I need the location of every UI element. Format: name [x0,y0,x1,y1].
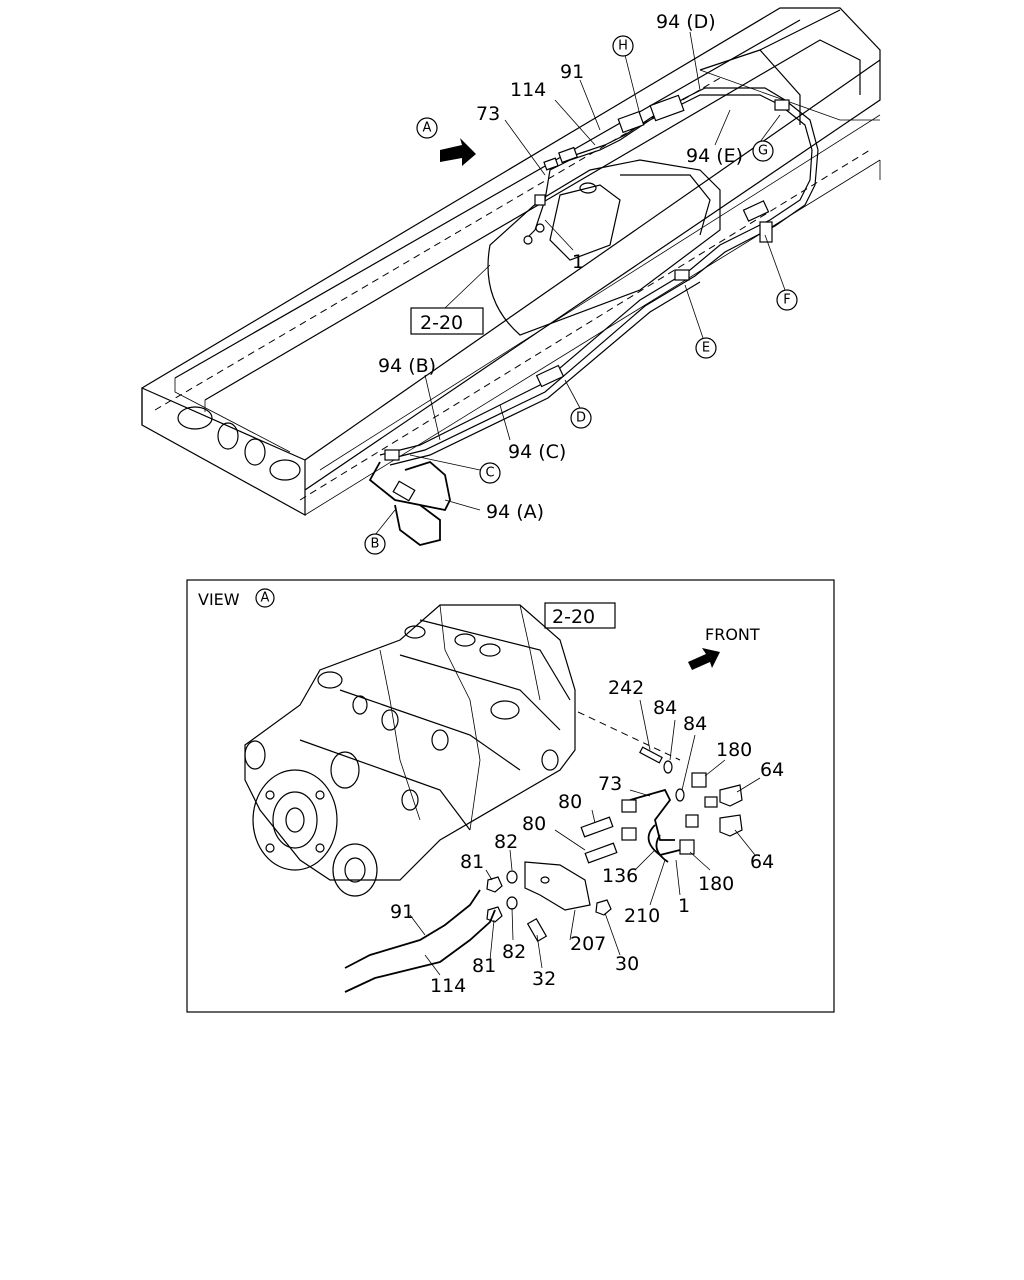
detail-view-header: VIEW A 2-20 FRONT [198,588,760,670]
hose-routing-top [368,87,819,546]
detail-view-frame [186,579,835,1013]
marker-d: D [570,407,592,429]
part-84-washer-2 [675,788,685,802]
callout-94c: 94 (C) [508,441,566,463]
part-81-nut-2 [486,906,503,923]
marker-e: E [695,337,717,359]
callout-32: 32 [532,968,556,990]
view-title: VIEW [198,590,240,609]
callout-80-b: 80 [522,813,546,835]
svg-text:E: E [702,341,710,356]
svg-text:A: A [261,591,270,606]
callout-207: 207 [570,933,606,955]
callout-136: 136 [602,865,638,887]
marker-g: G [752,140,774,162]
svg-text:D: D [576,411,586,426]
callout-91: 91 [560,61,584,83]
callout-91-detail: 91 [390,901,414,923]
part-180-fitting-2 [679,839,695,855]
part-180-fitting [691,772,707,788]
callout-81-a: 81 [460,851,484,873]
callout-114-detail: 114 [430,975,466,997]
ref-box-2-20 [410,307,484,335]
part-32-bolt [526,918,548,942]
callout-94e: 94 (E) [686,145,743,167]
part-30-nut [595,899,612,916]
callout-1: 1 [572,251,584,273]
callout-64-b: 64 [750,851,774,873]
circled-markers: A H G F E D C B [364,35,798,555]
svg-text:C: C [485,466,494,481]
part-80-bolt [580,816,614,838]
part-80-bolt-2 [584,842,618,864]
callout-210: 210 [624,905,660,927]
part-207-bracket [524,861,591,911]
callout-84-b: 84 [683,713,707,735]
svg-text:G: G [758,144,768,159]
callout-84-a: 84 [653,697,677,719]
callout-94b: 94 (B) [378,355,436,377]
detail-ref-box [544,602,616,629]
callout-114: 114 [510,79,546,101]
callout-1-detail: 1 [678,895,690,917]
callout-82-a: 82 [494,831,518,853]
callout-180-a: 180 [716,739,752,761]
part-64-elbow [719,784,743,807]
marker-c: C [479,462,501,484]
ref-2-20: 2-20 [420,312,463,334]
callouts-top: 94 (D) 91 114 73 94 (E) 1 94 (B) 94 (C) … [378,11,743,523]
svg-text:A: A [423,121,432,136]
transmission-housing [244,604,576,897]
front-label: FRONT [705,625,760,644]
callout-82-b: 82 [502,941,526,963]
part-82-washer [506,870,518,884]
part-242-pin [639,746,663,764]
callout-180-b: 180 [698,873,734,895]
marker-a: A [416,117,438,139]
front-arrow-icon [688,648,720,670]
callout-80-a: 80 [558,791,582,813]
callout-94d: 94 (D) [656,11,716,33]
svg-text:B: B [371,537,380,552]
marker-b: B [364,533,386,555]
part-81-nut [486,876,503,893]
marker-h: H [612,35,634,57]
callouts-detail: 242 84 84 180 64 73 80 80 82 81 91 81 82… [390,677,784,997]
svg-text:F: F [783,293,790,308]
callout-242: 242 [608,677,644,699]
svg-text:H: H [618,39,628,54]
exploded-parts [344,711,743,993]
marker-f: F [776,289,798,311]
callout-81-b: 81 [472,955,496,977]
transmission-outline-top [487,159,721,336]
callout-30: 30 [615,953,639,975]
callout-94a: 94 (A) [486,501,544,523]
part-84-washer [663,760,673,774]
part-82-washer-2 [506,896,518,910]
detail-ref-2-20: 2-20 [552,606,595,628]
leader-lines-detail [409,699,761,976]
callout-64-a: 64 [760,759,784,781]
callout-73-detail: 73 [598,773,622,795]
callout-73: 73 [476,103,500,125]
part-64-elbow-2 [719,814,743,837]
view-title-marker [255,588,275,608]
leader-lines-top [374,31,786,536]
